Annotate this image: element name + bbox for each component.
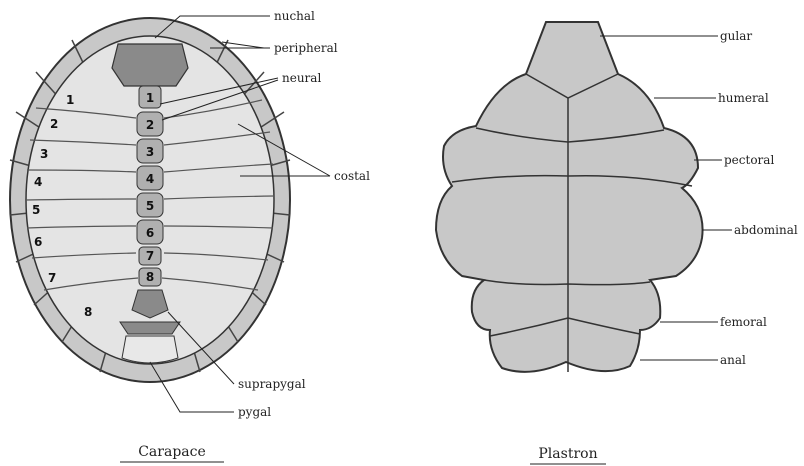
nuchal-label: nuchal [274, 9, 315, 23]
humeral-label: humeral [718, 91, 769, 105]
pygal-label: pygal [238, 405, 271, 419]
peripheral-label: peripheral [274, 41, 338, 55]
costal-number: 5 [32, 203, 40, 217]
carapace: 1 2 3 4 5 6 7 8 1 2 3 4 5 6 7 8 [10, 9, 370, 462]
abdominal-label: abdominal [734, 223, 798, 237]
costal-number: 1 [66, 93, 74, 107]
suprapygal-lower [120, 322, 180, 334]
gular-label: gular [720, 29, 752, 43]
neural-number: 3 [146, 145, 154, 159]
costal-number: 2 [50, 117, 58, 131]
suprapygal-label: suprapygal [238, 377, 306, 391]
plastron-outline [436, 22, 703, 372]
costal-number: 8 [84, 305, 92, 319]
costal-number: 7 [48, 271, 56, 285]
pectoral-label: pectoral [724, 153, 774, 167]
neural-number: 1 [146, 91, 154, 105]
carapace-caption: Carapace [138, 444, 206, 460]
neural-label: neural [282, 71, 321, 85]
plastron-caption: Plastron [538, 446, 597, 462]
neural-number: 5 [146, 199, 154, 213]
pygal-bone [122, 336, 178, 363]
anal-label: anal [720, 353, 746, 367]
nuchal-bone [112, 44, 188, 86]
neural-number: 8 [146, 270, 154, 284]
costal-number: 3 [40, 147, 48, 161]
neural-number: 2 [146, 118, 154, 132]
neural-number: 7 [146, 249, 154, 263]
costal-number: 4 [34, 175, 42, 189]
costal-number: 6 [34, 235, 42, 249]
femoral-label: femoral [720, 315, 767, 329]
neural-number: 4 [146, 172, 154, 186]
costal-label: costal [334, 169, 370, 183]
plastron: gular humeral pectoral abdominal femoral… [436, 22, 798, 464]
neural-number: 6 [146, 226, 154, 240]
